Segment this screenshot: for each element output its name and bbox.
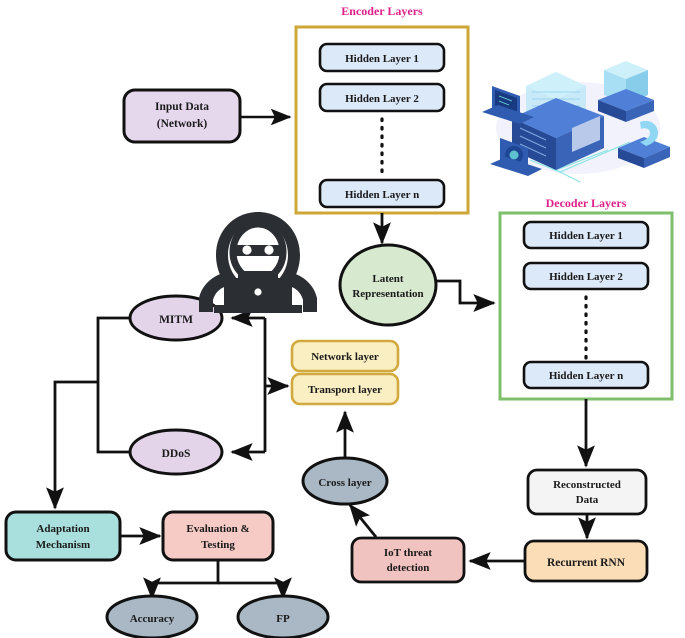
decoder-hidden-layer-2-label: Hidden Layer 2 <box>549 271 623 283</box>
evaluation-testing-label-line2: Testing <box>201 539 235 551</box>
decoder-hidden-layer-1-box <box>522 220 650 250</box>
iot-threat-detection-label-line1: IoT threat <box>384 547 433 559</box>
latent-representation-ellipse <box>338 243 438 327</box>
latent-representation-label-line2: Representation <box>352 288 423 300</box>
edge-evaluation-split-left <box>152 560 220 585</box>
edge-latent-to-decoder <box>436 279 496 312</box>
decoder-hidden-layer-1-label: Hidden Layer 1 <box>549 230 623 242</box>
accuracy-ellipse <box>105 594 199 638</box>
edge-iot-to-cross-layer <box>348 503 378 538</box>
ddos-label: DDoS <box>162 448 191 460</box>
fp-ellipse <box>236 594 330 638</box>
adaptation-mechanism-box <box>4 510 122 562</box>
encoder-hidden-layer-2-box <box>318 82 446 113</box>
input-data-box <box>122 88 242 144</box>
encoder-hidden-layer-n-box <box>318 178 446 209</box>
reconstructed-data-label-line2: Data <box>576 494 599 506</box>
iot-threat-detection-box <box>350 536 466 584</box>
iot-threat-detection-label-line2: detection <box>387 562 430 574</box>
encoder-title: Encoder Layers <box>341 4 423 18</box>
attack-merge-bracket <box>96 316 130 454</box>
latent-representation-label-line1: Latent <box>372 273 404 285</box>
edge-attacks-to-adaptation <box>46 380 98 510</box>
encoder-hidden-layer-2-label: Hidden Layer 2 <box>345 93 419 105</box>
evaluation-testing-box <box>161 510 275 562</box>
recurrent-rnn-label: Recurrent RNN <box>547 557 626 569</box>
network-layer-box <box>290 339 400 373</box>
decoder-hidden-layer-n-label: Hidden Layer n <box>549 370 623 382</box>
evaluation-testing-label-line1: Evaluation & <box>186 523 249 535</box>
cross-layer-label: Cross layer <box>318 477 371 489</box>
adaptation-mechanism-label-line1: Adaptation <box>36 523 89 535</box>
input-data-label-line2: (Network) <box>157 118 208 130</box>
decoder-hidden-layer-2-box <box>522 261 650 291</box>
reconstructed-data-box <box>526 468 648 516</box>
input-data-label-line1: Input Data <box>155 101 209 113</box>
fp-label: FP <box>276 613 290 625</box>
transport-layer-label: Transport layer <box>308 384 382 396</box>
hacker-with-laptop-icon <box>199 212 317 313</box>
encoder-hidden-layer-1-label: Hidden Layer 1 <box>345 53 419 65</box>
isometric-network-servers-illustration <box>482 61 670 183</box>
encoder-hidden-layer-1-box <box>318 42 446 73</box>
decoder-hidden-layer-n-box <box>522 360 650 390</box>
transport-layer-box <box>290 372 400 406</box>
encoder-hidden-layer-n-label: Hidden Layer n <box>345 189 419 201</box>
adaptation-mechanism-label-line2: Mechanism <box>36 539 90 551</box>
mitm-label: MITM <box>159 314 193 326</box>
network-layer-label: Network layer <box>311 351 379 363</box>
decoder-title: Decoder Layers <box>546 196 627 210</box>
accuracy-label: Accuracy <box>130 613 175 625</box>
reconstructed-data-label-line1: Reconstructed <box>553 479 621 491</box>
